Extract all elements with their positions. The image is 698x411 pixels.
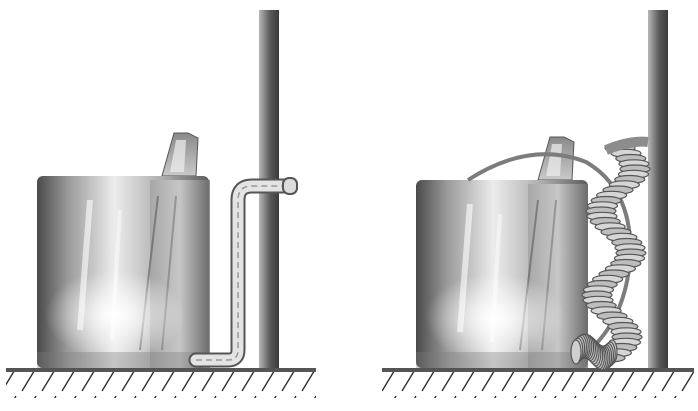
floor-icon bbox=[6, 368, 316, 398]
dryer-icon bbox=[416, 137, 588, 368]
wall-icon bbox=[648, 10, 668, 368]
dryer-icon bbox=[37, 133, 210, 368]
panel-right-coiled-duct bbox=[382, 10, 694, 398]
panel-left-rigid-duct bbox=[6, 10, 316, 398]
duct-icon bbox=[196, 178, 297, 360]
duct-coil-rib bbox=[571, 340, 581, 364]
floor-icon bbox=[382, 368, 694, 398]
